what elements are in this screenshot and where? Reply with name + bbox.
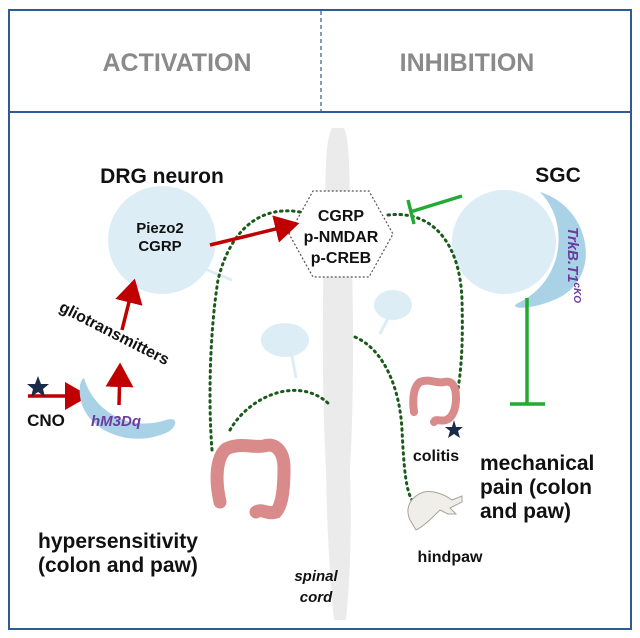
mechanical-pain-line2: pain (colon <box>480 476 592 499</box>
hm3dq-to-glio-arrow <box>105 362 134 406</box>
nerve-paths <box>208 209 464 502</box>
spinal-label: spinal <box>294 568 338 585</box>
trkb-label: TrkB.T1cKO <box>564 227 582 303</box>
colon-right-icon <box>409 376 461 426</box>
colitis-label: colitis <box>413 448 459 465</box>
hex-pcreb-label: p-CREB <box>311 250 371 267</box>
activation-arrows <box>28 215 300 410</box>
nerve-left-outer <box>208 209 302 452</box>
cgrp-drg-label: CGRP <box>138 238 181 255</box>
piezo2-label: Piezo2 <box>136 220 184 237</box>
sgc-label: SGC <box>535 164 581 187</box>
inhibition-header: INHIBITION <box>400 49 535 77</box>
hm3dq-crescent <box>79 378 176 439</box>
hindpaw-icon <box>407 491 463 531</box>
drg-neuron-label: DRG neuron <box>100 165 224 188</box>
hm3dq-label: hM3Dq <box>91 413 141 430</box>
sgc-to-hexagon-bar <box>406 199 416 225</box>
inhibition-arrows <box>406 194 545 406</box>
trkb-label-group: TrkB.T1cKO <box>564 227 582 303</box>
small-cell-left-stub <box>290 355 298 379</box>
glio-to-drg-arrow <box>115 278 143 331</box>
drg-neuron-cell <box>108 186 216 294</box>
colon-left-icon <box>210 438 291 520</box>
nerve-right-outer <box>386 212 464 402</box>
mechanical-pain-line1: mechanical <box>480 452 594 475</box>
nerve-right-inner <box>353 335 414 502</box>
cord-label: cord <box>300 589 333 606</box>
hypersensitivity-line2: (colon and paw) <box>38 554 198 577</box>
colon-right-path <box>409 376 461 426</box>
hex-cgrp-label: CGRP <box>318 208 365 225</box>
nerve-left-inner <box>228 388 332 432</box>
hypersensitivity-line1: hypersensitivity <box>38 530 198 553</box>
cno-star-icon <box>27 376 49 397</box>
trkb-crescent <box>515 192 586 308</box>
activation-header: ACTIVATION <box>102 49 251 77</box>
colitis-star-icon <box>445 420 463 438</box>
hex-pnmdar-label: p-NMDAR <box>304 229 379 246</box>
colon-left-path <box>210 438 291 520</box>
sgc-to-hexagon-inhibit <box>409 194 463 214</box>
hindpaw-shape <box>407 491 463 531</box>
cno-label: CNO <box>27 411 65 430</box>
drg-to-hexagon-arrow <box>209 215 300 247</box>
small-cell-left <box>261 323 309 357</box>
hindpaw-label: hindpaw <box>418 549 483 566</box>
signaling-hexagon <box>288 190 394 278</box>
small-cell-right <box>374 290 412 320</box>
mechanical-pain-line3: and paw) <box>480 500 571 523</box>
small-cell-right-stub <box>378 317 390 335</box>
sgc-cell <box>452 190 556 294</box>
